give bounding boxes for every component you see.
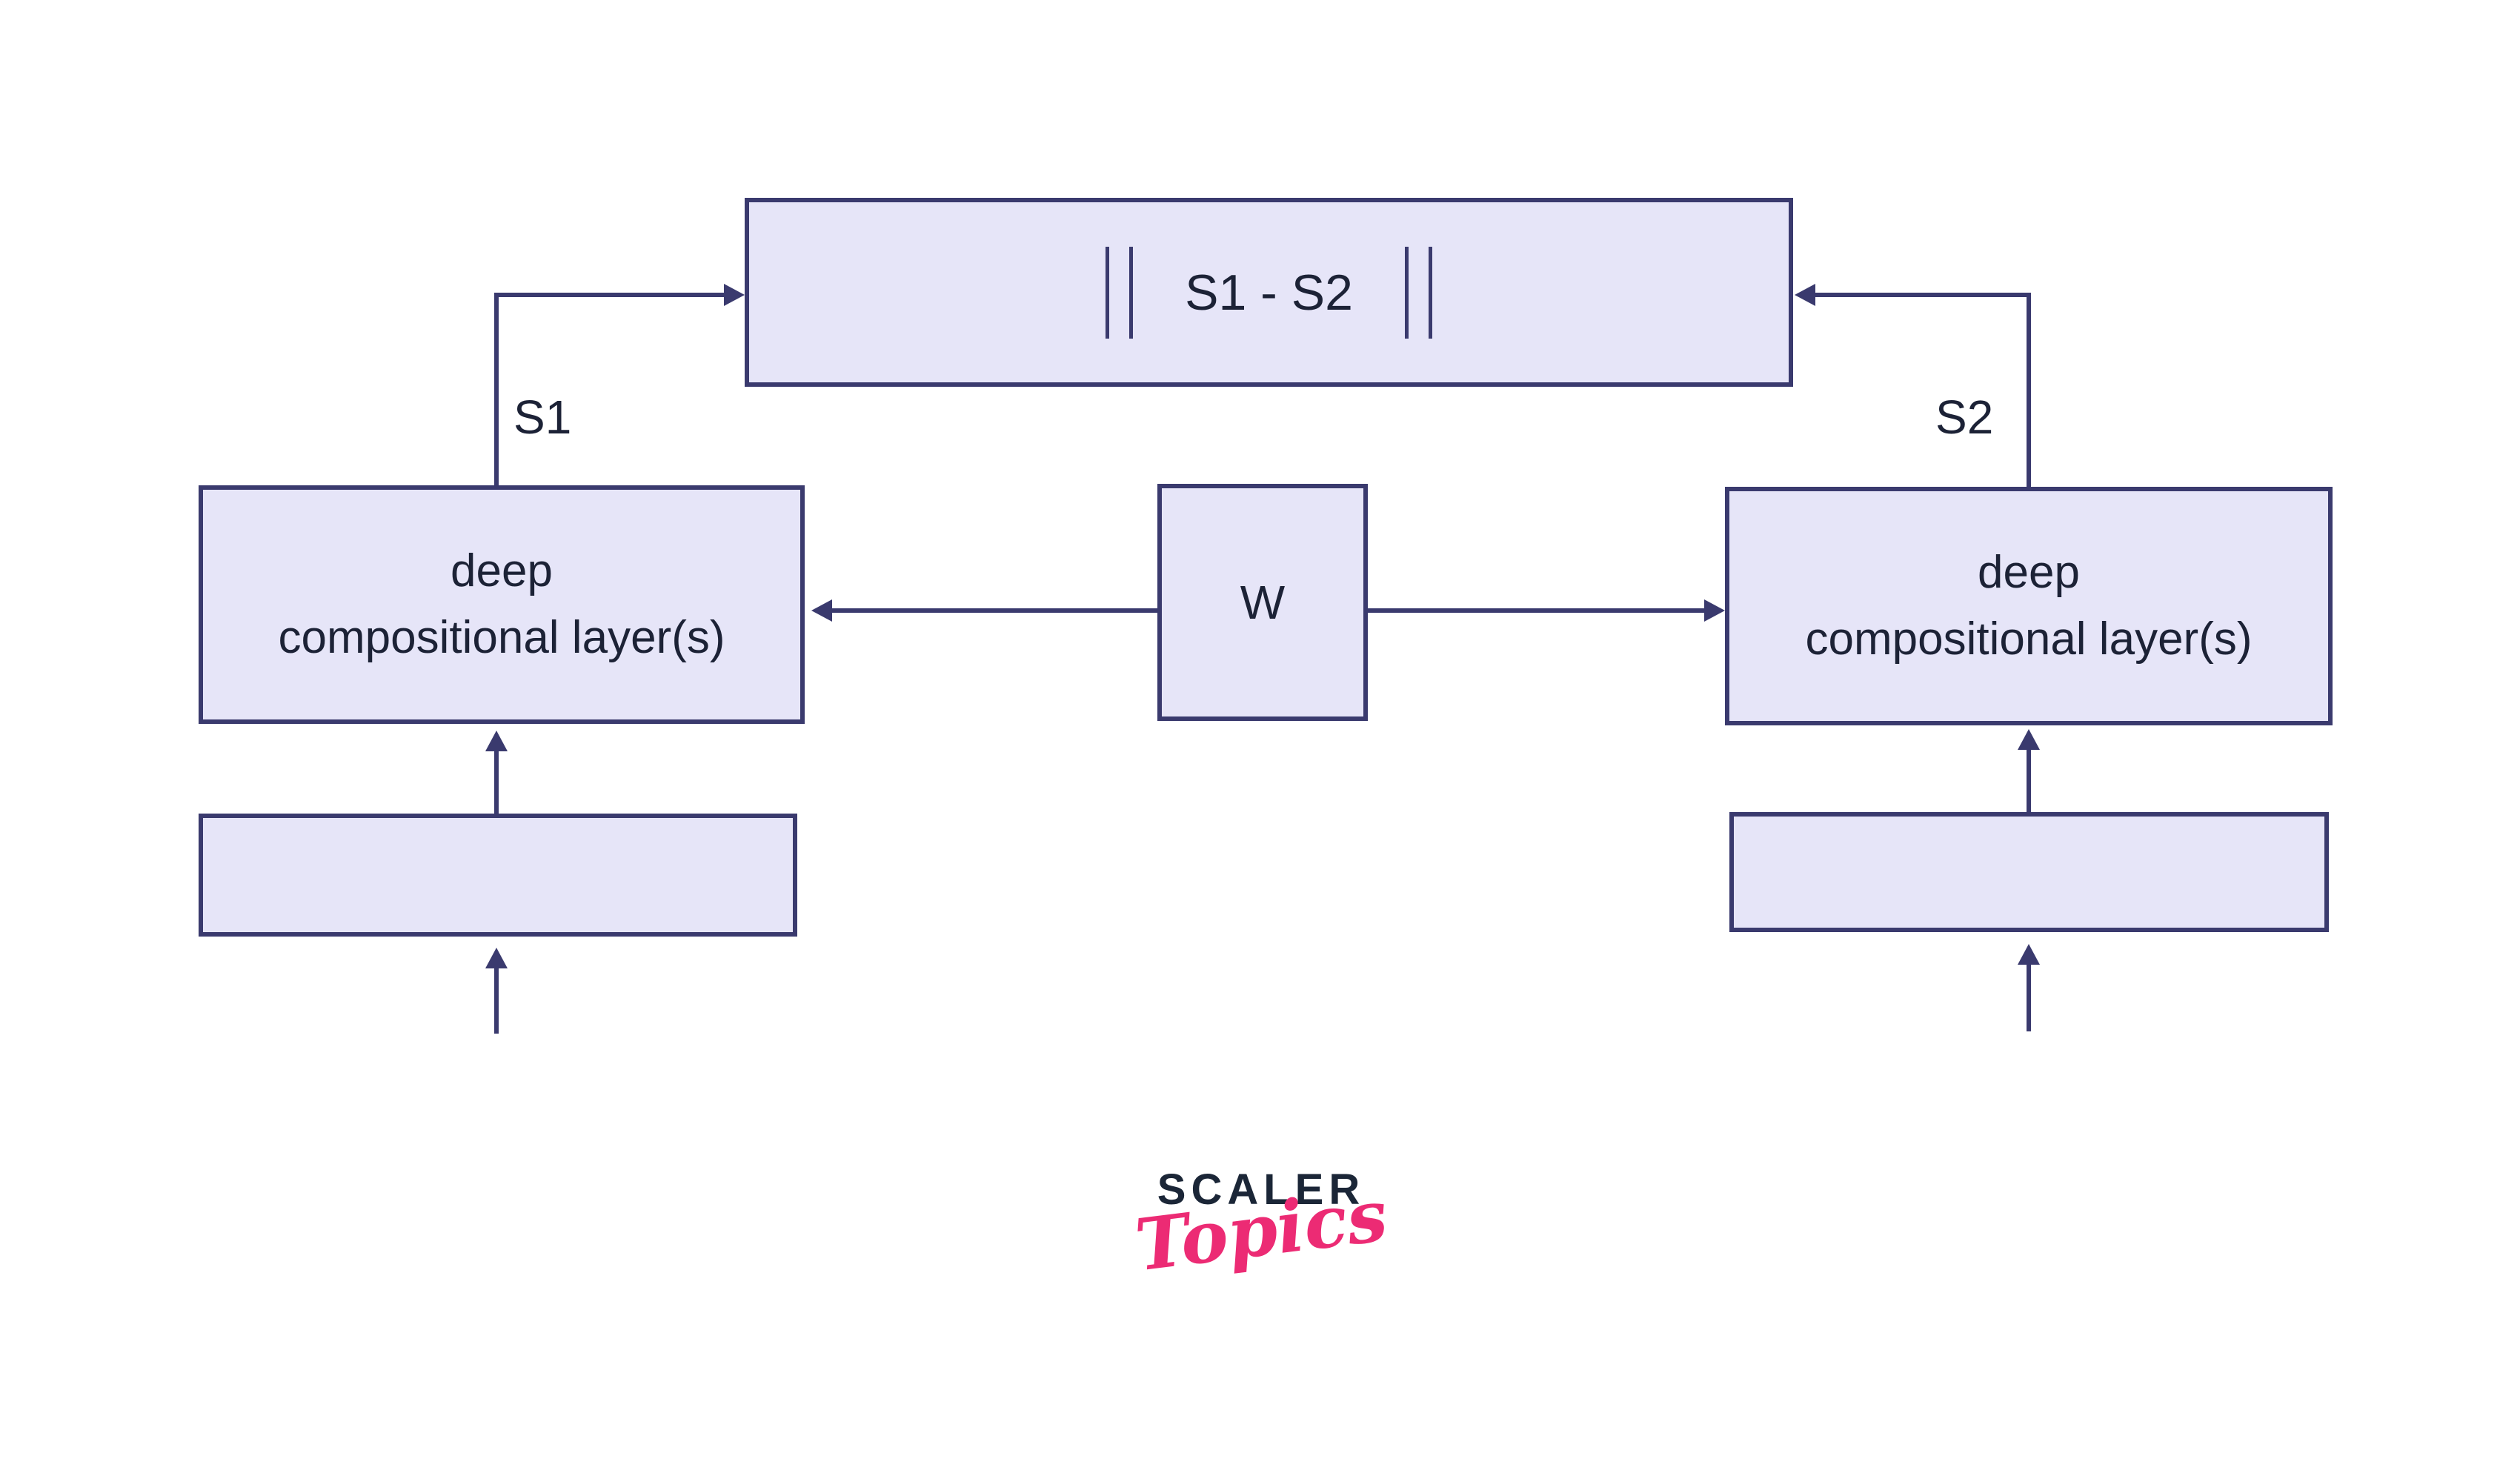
input-box-left (199, 814, 797, 937)
norm-expression-group: S1 - S2 (1106, 246, 1432, 339)
similarity-box: S1 - S2 (745, 198, 1793, 387)
left-source-arrow-line (494, 968, 499, 1034)
s1-label: S1 (513, 390, 572, 444)
input-box-right (1729, 812, 2329, 932)
left-source-arrowhead-up-icon (485, 948, 508, 968)
w-left-arrowhead-icon (811, 599, 832, 622)
right-source-arrowhead-up-icon (2018, 944, 2040, 965)
deep-layers-left-line2: compositional layer(s) (278, 612, 725, 663)
w-right-arrow-line (1368, 608, 1704, 613)
s2-arrowhead-left-icon (1795, 284, 1815, 306)
s2-label: S2 (1935, 390, 1994, 444)
s2-arrow-vertical-line (2027, 295, 2031, 489)
s1-arrow-horizontal-line (494, 293, 724, 297)
deep-layers-right-line2: compositional layer(s) (1805, 614, 2253, 665)
scaler-logo-brand: SCALER (1157, 1166, 1366, 1214)
left-input-to-deep-arrowhead-up-icon (485, 731, 508, 751)
deep-layers-right-line1: deep (1978, 547, 2080, 599)
deep-layers-box-left-text: deep compositional layer(s) (279, 538, 725, 671)
s1-arrowhead-right-icon (724, 284, 745, 306)
weight-box: W (1157, 484, 1368, 721)
w-right-arrowhead-icon (1704, 599, 1725, 622)
norm-expression-text: S1 - S2 (1185, 264, 1353, 321)
right-input-to-deep-arrowhead-up-icon (2018, 729, 2040, 750)
w-left-arrow-line (832, 608, 1157, 613)
deep-layers-left-line1: deep (451, 545, 553, 597)
right-input-to-deep-arrow-line (2027, 750, 2031, 812)
s1-arrow-vertical-line (494, 295, 499, 488)
weight-box-label: W (1240, 576, 1286, 629)
right-source-arrow-line (2027, 965, 2031, 1031)
deep-layers-box-left: deep compositional layer(s) (199, 485, 805, 724)
left-input-to-deep-arrow-line (494, 751, 499, 814)
deep-layers-box-right: deep compositional layer(s) (1725, 487, 2333, 725)
norm-bars-left-icon (1106, 246, 1134, 339)
s2-arrow-horizontal-line (1815, 293, 2031, 297)
deep-layers-box-right-text: deep compositional layer(s) (1806, 539, 2253, 673)
norm-bars-right-icon (1404, 246, 1432, 339)
